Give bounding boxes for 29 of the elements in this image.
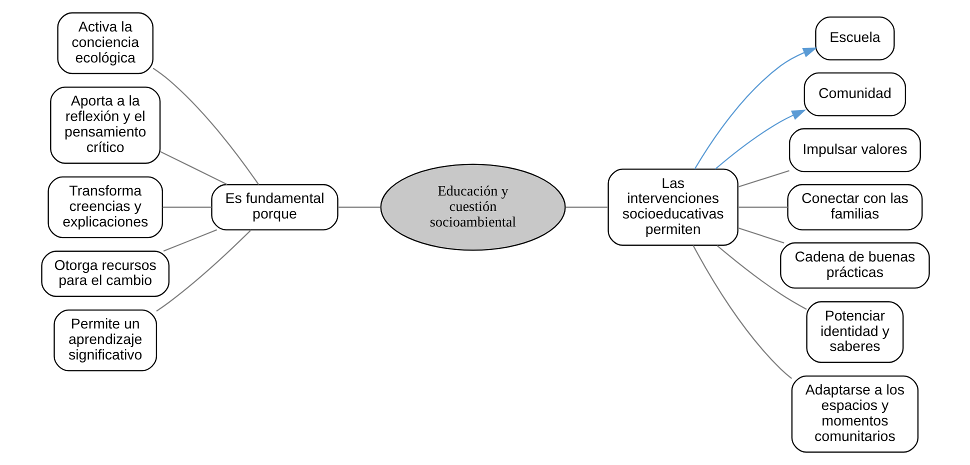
connector bbox=[565, 206, 608, 208]
node-box: Escuela bbox=[814, 16, 894, 60]
node-box: Adaptarse a los espacios y momentos comunitarios bbox=[790, 375, 918, 453]
node-box: Las intervenciones socioeducativas permiten bbox=[607, 168, 738, 246]
connector bbox=[692, 245, 792, 379]
node-box: Otorga recursos para el cambio bbox=[40, 250, 170, 297]
node-ellipse: Educación y cuestión socioambiental bbox=[380, 164, 566, 251]
node-box: Permite un aprendizaje significativo bbox=[53, 309, 157, 372]
connector bbox=[162, 229, 217, 252]
connector bbox=[152, 68, 259, 185]
connector bbox=[737, 170, 789, 188]
node-box: Conectar con las familias bbox=[786, 184, 922, 230]
connector bbox=[156, 230, 251, 312]
connector bbox=[738, 206, 788, 208]
node-box: Activa la conciencia ecológica bbox=[56, 12, 153, 74]
node-box: Potenciar identidad y saberes bbox=[806, 301, 904, 363]
node-box: Aporta a la reflexión y el pensamiento crítico bbox=[50, 86, 160, 164]
node-box: Impulsar valores bbox=[788, 128, 920, 172]
connector bbox=[160, 151, 227, 185]
connector bbox=[337, 206, 380, 208]
connector bbox=[162, 206, 212, 208]
node-box: Cadena de buenas prácticas bbox=[780, 242, 930, 289]
node-box: Es fundamental porque bbox=[210, 184, 338, 230]
arrow bbox=[714, 110, 806, 170]
node-box: Comunidad bbox=[803, 72, 906, 116]
arrow bbox=[694, 47, 817, 170]
connector bbox=[737, 227, 784, 244]
connector bbox=[716, 245, 806, 310]
node-box: Transforma creencias y explicaciones bbox=[47, 176, 162, 238]
